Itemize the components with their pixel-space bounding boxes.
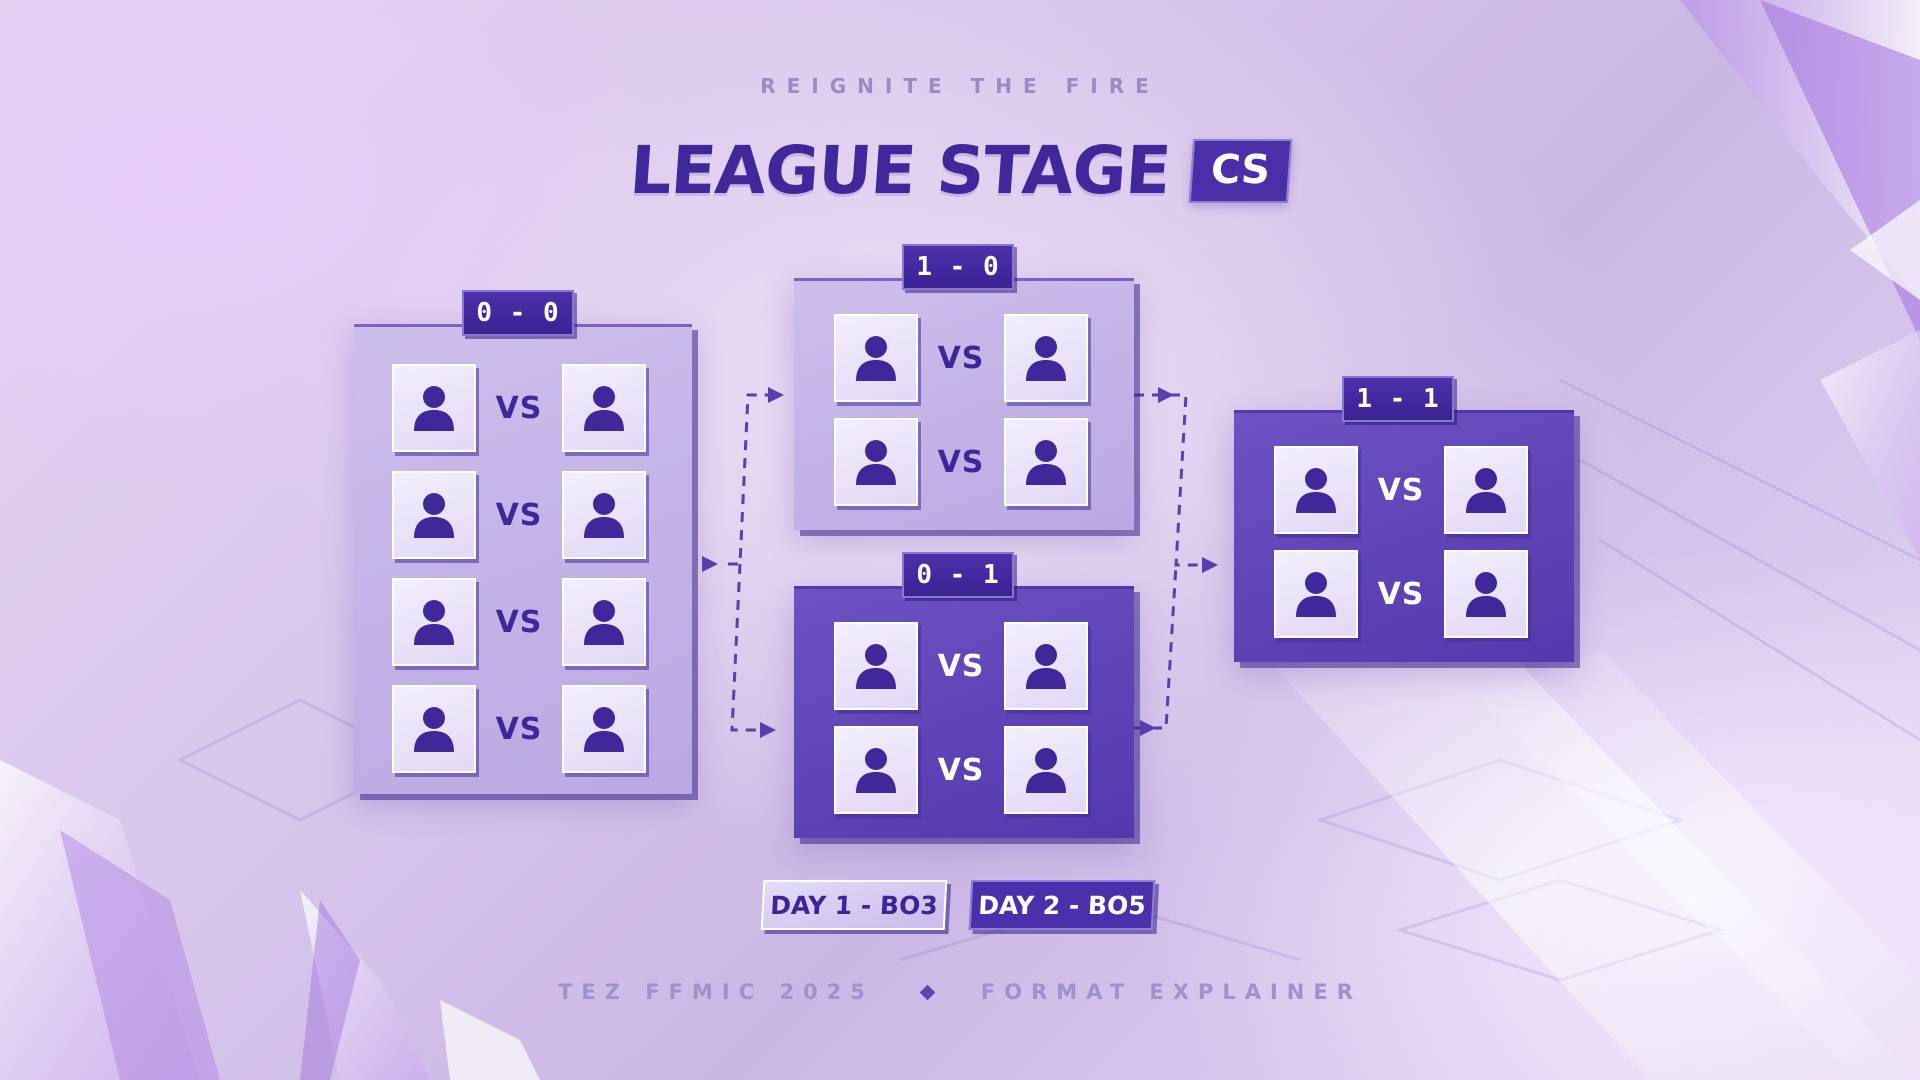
team-slot[interactable] — [1004, 314, 1088, 402]
team-slot[interactable] — [1444, 446, 1528, 534]
tagline: REIGNITE THE FIRE — [760, 74, 1160, 98]
user-placeholder-icon — [1296, 572, 1336, 617]
team-slot[interactable] — [562, 578, 646, 666]
group-1-0-match-1: VS — [834, 313, 1088, 403]
record-label-1-1: 1 - 1 — [1342, 376, 1454, 422]
user-placeholder-icon — [856, 748, 896, 793]
group-1-1-match-1: VS — [1274, 445, 1528, 535]
team-slot[interactable] — [1274, 550, 1358, 638]
user-placeholder-icon — [856, 440, 896, 485]
group-1-1-panel: VS VS — [1234, 410, 1574, 662]
record-label-0-1: 0 - 1 — [902, 552, 1014, 598]
team-slot[interactable] — [562, 364, 646, 452]
page-title: LEAGUE STAGE — [626, 132, 1173, 209]
record-label-1-0: 1 - 0 — [902, 244, 1014, 290]
user-placeholder-icon — [1026, 336, 1066, 381]
team-slot[interactable] — [392, 471, 476, 559]
day-1-button[interactable]: DAY 1 - BO3 — [760, 880, 948, 930]
footer: TEZ FFMIC 2025 FORMAT EXPLAINER — [0, 980, 1920, 1004]
team-slot[interactable] — [562, 685, 646, 773]
team-slot[interactable] — [834, 418, 918, 506]
group-0-0-match-4: VS — [392, 684, 646, 774]
user-placeholder-icon — [584, 493, 624, 538]
user-placeholder-icon — [584, 707, 624, 752]
group-1-0-match-2: VS — [834, 417, 1088, 507]
group-0-0-match-3: VS — [392, 577, 646, 667]
group-0-1-match-1: VS — [834, 621, 1088, 711]
team-slot[interactable] — [834, 622, 918, 710]
user-placeholder-icon — [1296, 468, 1336, 513]
footer-subtitle: FORMAT EXPLAINER — [980, 980, 1362, 1004]
group-1-0-panel: VS VS — [794, 278, 1134, 530]
group-0-0-match-2: VS — [392, 470, 646, 560]
day-2-button[interactable]: DAY 2 - BO5 — [968, 880, 1156, 930]
vs-label: VS — [937, 444, 985, 480]
vs-label: VS — [495, 497, 543, 533]
user-placeholder-icon — [414, 707, 454, 752]
user-placeholder-icon — [856, 336, 896, 381]
user-placeholder-icon — [856, 644, 896, 689]
user-placeholder-icon — [584, 386, 624, 431]
title-badge: CS — [1189, 138, 1293, 203]
vs-label: VS — [1377, 472, 1425, 508]
team-slot[interactable] — [1004, 418, 1088, 506]
team-slot[interactable] — [1274, 446, 1358, 534]
footer-event-name: TEZ FFMIC 2025 — [558, 980, 874, 1004]
vs-label: VS — [937, 648, 985, 684]
user-placeholder-icon — [1026, 748, 1066, 793]
record-label-0-0: 0 - 0 — [462, 290, 574, 336]
team-slot[interactable] — [392, 578, 476, 666]
group-0-0-match-1: VS — [392, 363, 646, 453]
user-placeholder-icon — [1466, 468, 1506, 513]
team-slot[interactable] — [1004, 622, 1088, 710]
group-1-1-match-2: VS — [1274, 549, 1528, 639]
vs-label: VS — [495, 390, 543, 426]
team-slot[interactable] — [834, 726, 918, 814]
group-0-1-panel: VS VS — [794, 586, 1134, 838]
user-placeholder-icon — [584, 600, 624, 645]
user-placeholder-icon — [414, 493, 454, 538]
title-row: LEAGUE STAGE CS — [0, 132, 1920, 209]
user-placeholder-icon — [414, 386, 454, 431]
vs-label: VS — [1377, 576, 1425, 612]
team-slot[interactable] — [1004, 726, 1088, 814]
team-slot[interactable] — [1444, 550, 1528, 638]
team-slot[interactable] — [392, 364, 476, 452]
vs-label: VS — [937, 340, 985, 376]
team-slot[interactable] — [392, 685, 476, 773]
group-0-1-match-2: VS — [834, 725, 1088, 815]
vs-label: VS — [495, 711, 543, 747]
user-placeholder-icon — [1466, 572, 1506, 617]
user-placeholder-icon — [1026, 644, 1066, 689]
user-placeholder-icon — [1026, 440, 1066, 485]
vs-label: VS — [495, 604, 543, 640]
group-0-0-panel: VS VS VS VS — [354, 324, 692, 794]
team-slot[interactable] — [834, 314, 918, 402]
vs-label: VS — [937, 752, 985, 788]
diamond-icon — [919, 984, 936, 1000]
user-placeholder-icon — [414, 600, 454, 645]
team-slot[interactable] — [562, 471, 646, 559]
